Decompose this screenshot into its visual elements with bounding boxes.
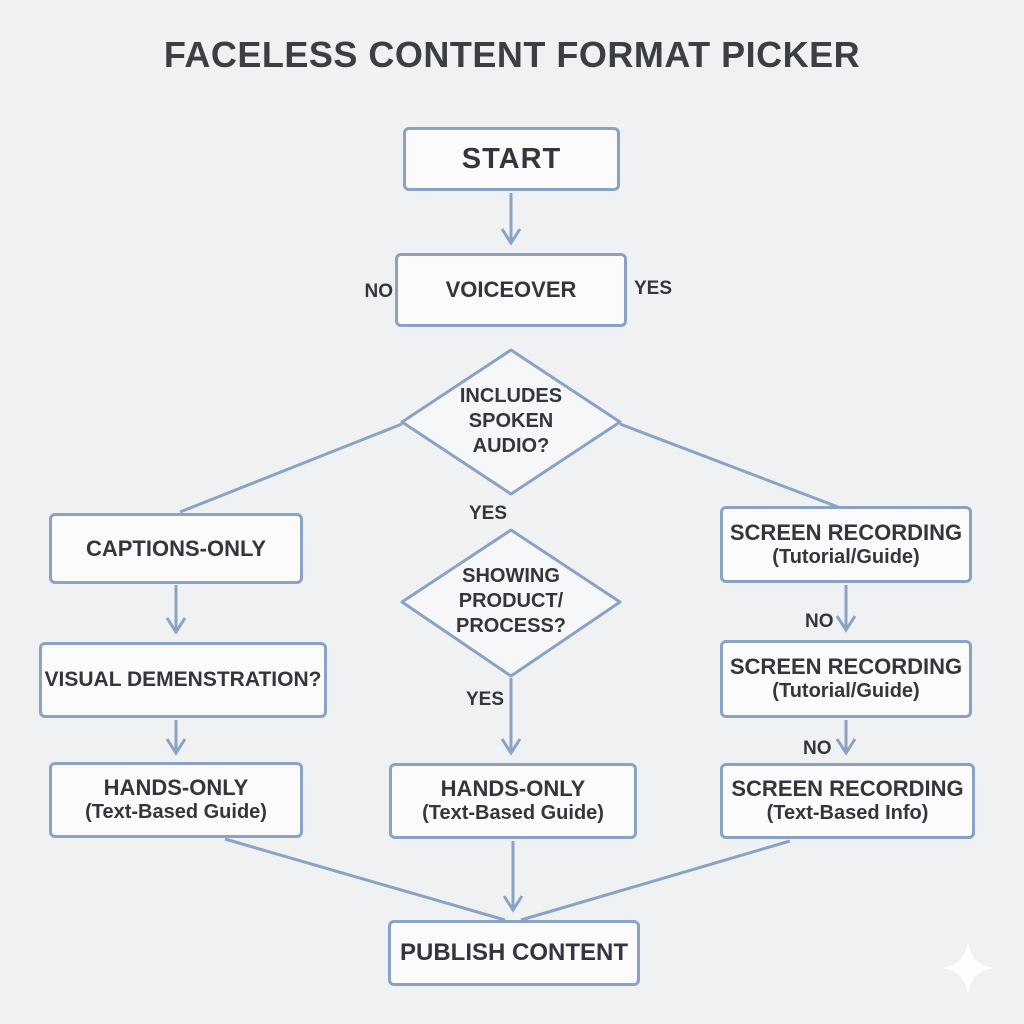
node-captions-only-label: CAPTIONS-ONLY <box>85 535 267 561</box>
node-screen-recording-2: SCREEN RECORDING (Tutorial/Guide) <box>720 640 972 718</box>
node-hands-only-left-sublabel: (Text-Based Guide) <box>85 801 267 824</box>
page-title: FACELESS CONTENT FORMAT PICKER <box>163 34 861 75</box>
node-screen-recording-1-label: SCREEN RECORDING <box>729 519 963 545</box>
edge-label-screen-recording-3-no: NO <box>803 738 832 759</box>
node-voiceover: VOICEOVER <box>395 253 627 327</box>
decision-includes-spoken-audio-label: INCLUDES SPOKEN AUDIO? <box>459 385 563 457</box>
node-hands-only-center-label: HANDS-ONLY <box>440 776 586 802</box>
node-publish-content-label: PUBLISH CONTENT <box>400 938 628 966</box>
edge-label-voiceover-yes: YES <box>634 278 673 299</box>
decision-includes-spoken-audio-shape <box>400 348 622 496</box>
node-screen-recording-1-sublabel: (Tutorial/Guide) <box>772 545 920 568</box>
node-screen-recording-2-label: SCREEN RECORDING <box>729 654 963 680</box>
connector-audio-screenrec1 <box>619 422 839 509</box>
decision-showing-product-process-shape <box>400 528 622 678</box>
node-publish-content: PUBLISH CONTENT <box>388 920 640 986</box>
node-screen-recording-2-sublabel: (Tutorial/Guide) <box>772 680 920 703</box>
edge-label-screen-recording-2-no: NO <box>805 611 834 632</box>
node-screen-recording-1: SCREEN RECORDING (Tutorial/Guide) <box>720 506 972 583</box>
edge-label-voiceover-no: NO <box>364 281 394 302</box>
node-hands-only-center-sublabel: (Text-Based Guide) <box>422 802 604 825</box>
node-captions-only: CAPTIONS-ONLY <box>49 513 303 584</box>
node-screen-recording-3: SCREEN RECORDING (Text-Based Info) <box>720 763 975 839</box>
sparkle-icon <box>941 941 995 995</box>
node-screen-recording-3-sublabel: (Text-Based Info) <box>766 802 929 825</box>
node-visual-demonstration: VISUAL DEMENSTRATION? <box>39 642 327 718</box>
connector-screenrec3-publish <box>520 839 791 922</box>
node-start-label: START <box>461 142 562 175</box>
node-start: START <box>403 127 620 191</box>
node-hands-only-center: HANDS-ONLY (Text-Based Guide) <box>389 763 637 839</box>
node-hands-only-left-label: HANDS-ONLY <box>103 775 249 801</box>
node-voiceover-label: VOICEOVER <box>445 277 577 303</box>
decision-showing-product-process-label: SHOWING PRODUCT/ PROCESS? <box>455 565 567 637</box>
node-hands-only-left: HANDS-ONLY (Text-Based Guide) <box>49 762 303 838</box>
node-visual-demonstration-label: VISUAL DEMENSTRATION? <box>44 667 322 691</box>
connector-audio-captions <box>179 422 403 514</box>
edge-label-product-process-yes: YES <box>466 689 505 710</box>
connector-handsleft-publish <box>224 837 506 922</box>
edge-label-includes-audio-yes: YES <box>469 503 508 524</box>
node-screen-recording-3-label: SCREEN RECORDING <box>731 776 964 802</box>
